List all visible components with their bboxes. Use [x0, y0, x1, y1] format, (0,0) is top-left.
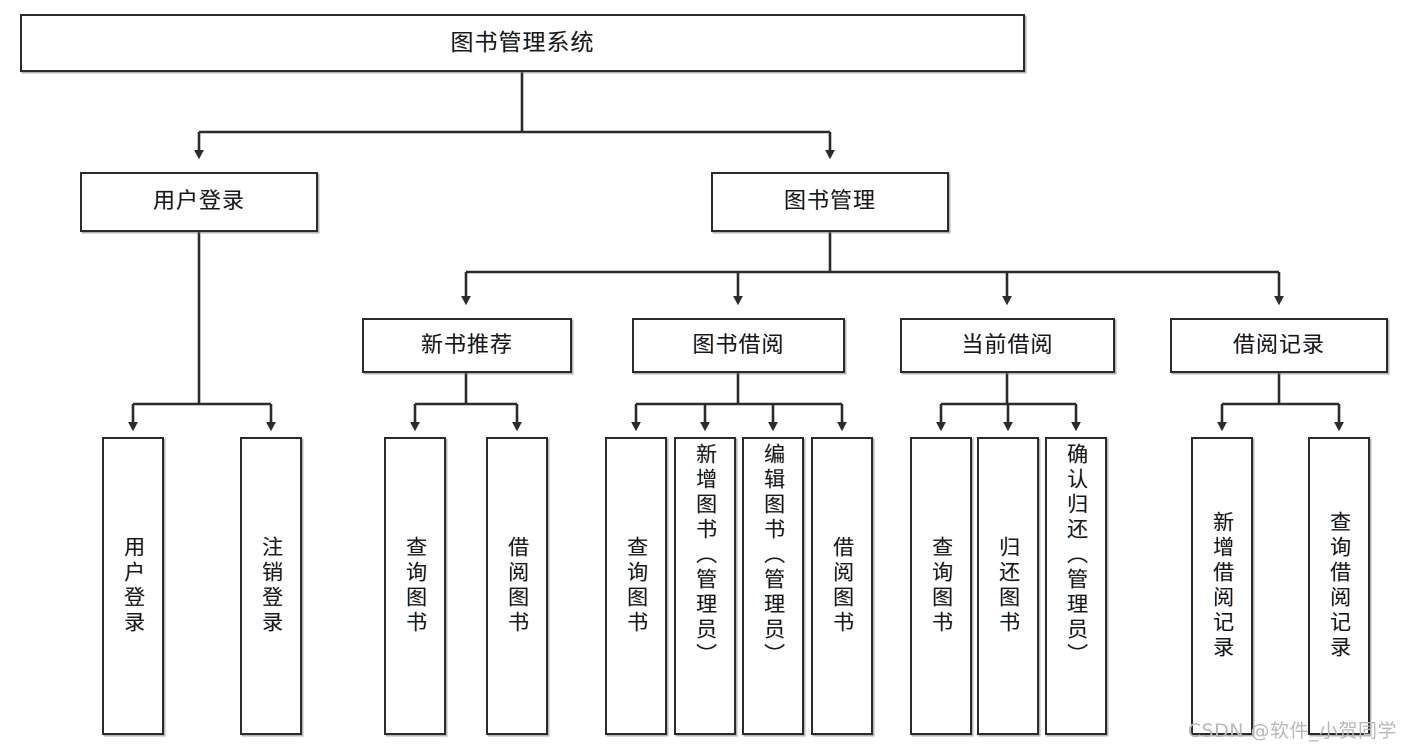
node-new-book-recommendation[interactable]: 新书推荐 [362, 318, 572, 373]
node-root-label: 图书管理系统 [450, 29, 595, 56]
leaf-user-login-user-login[interactable]: 用户登录 [102, 437, 164, 735]
leaf-label: 查询图书 [403, 536, 428, 636]
leaf-label: 确认归还（管理员） [1064, 443, 1089, 668]
node-user-login[interactable]: 用户登录 [80, 172, 318, 232]
leaf-book-borrow-add-book-admin[interactable]: 新增图书（管理员） [674, 437, 736, 735]
leaf-book-borrow-edit-book-admin[interactable]: 编辑图书（管理员） [742, 437, 804, 735]
leaf-borrow-record-query-record[interactable]: 查询借阅记录 [1308, 437, 1370, 735]
leaf-book-borrow-borrow-books[interactable]: 借阅图书 [811, 437, 873, 735]
node-book-management-label: 图书管理 [783, 189, 876, 215]
leaf-label: 查询借阅记录 [1327, 511, 1352, 661]
node-root-book-management-system[interactable]: 图书管理系统 [20, 14, 1025, 72]
leaf-current-borrow-query-books[interactable]: 查询图书 [910, 437, 972, 735]
leaf-book-borrow-query-books[interactable]: 查询图书 [605, 437, 667, 735]
leaf-label: 注销登录 [259, 536, 284, 636]
node-borrow-record-label: 借阅记录 [1232, 332, 1325, 358]
node-book-borrowing[interactable]: 图书借阅 [632, 318, 845, 373]
leaf-current-borrow-return-books[interactable]: 归还图书 [977, 437, 1039, 735]
node-current-borrowing[interactable]: 当前借阅 [900, 318, 1115, 373]
leaf-new-book-query-books[interactable]: 查询图书 [384, 437, 446, 735]
node-book-management[interactable]: 图书管理 [711, 172, 949, 232]
leaf-label: 编辑图书（管理员） [761, 443, 786, 668]
node-new-book-recommendation-label: 新书推荐 [420, 332, 513, 358]
leaf-user-login-logout[interactable]: 注销登录 [240, 437, 302, 735]
node-borrow-record[interactable]: 借阅记录 [1170, 318, 1388, 373]
leaf-label: 借阅图书 [830, 536, 855, 636]
node-book-borrowing-label: 图书借阅 [692, 332, 785, 358]
leaf-label: 查询图书 [929, 536, 954, 636]
csdn-watermark: CSDN @软件_小贺同学 [1187, 720, 1397, 742]
leaf-current-borrow-confirm-return-admin[interactable]: 确认归还（管理员） [1045, 437, 1107, 735]
leaf-label: 查询图书 [624, 536, 649, 636]
leaf-label: 借阅图书 [505, 536, 530, 636]
leaf-borrow-record-add-record[interactable]: 新增借阅记录 [1191, 437, 1253, 735]
node-user-login-label: 用户登录 [152, 189, 245, 215]
leaf-new-book-borrow-books[interactable]: 借阅图书 [486, 437, 548, 735]
leaf-label: 归还图书 [996, 536, 1021, 636]
leaf-label: 新增借阅记录 [1210, 511, 1235, 661]
leaf-label: 新增图书（管理员） [693, 443, 718, 668]
node-current-borrowing-label: 当前借阅 [961, 332, 1054, 358]
leaf-label: 用户登录 [121, 536, 146, 636]
